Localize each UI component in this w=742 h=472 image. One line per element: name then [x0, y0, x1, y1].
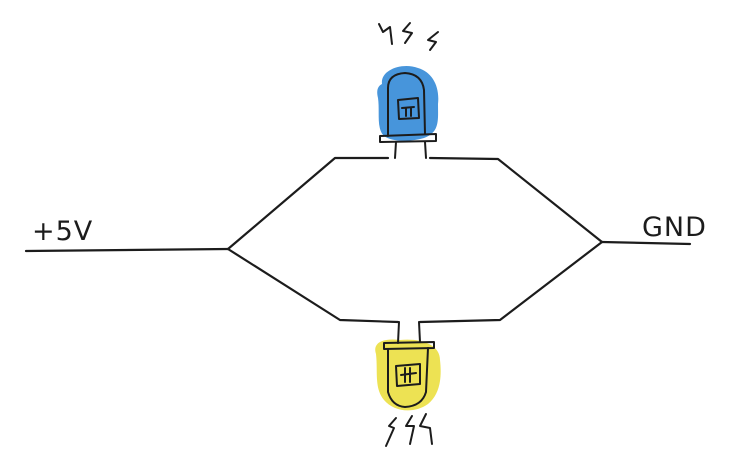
led-bottom-light-ray-3 [419, 413, 433, 445]
led-top-die [397, 97, 420, 120]
led-top-die-mark [401, 106, 415, 117]
led-bottom-lead-left [397, 321, 400, 344]
bottom-right-branch-wire [418, 240, 604, 324]
supply-label: +5V [32, 216, 93, 247]
ground-label: GND [642, 212, 707, 243]
ground-lead-wire [600, 240, 692, 246]
wires [24, 156, 692, 324]
led-top-color-fill [377, 65, 439, 141]
led-bottom-die [395, 363, 421, 387]
led-top-light-ray-1 [378, 23, 393, 45]
led-bottom-lead-right [418, 321, 421, 343]
led-top-lead-left [394, 141, 397, 159]
led-bottom-light-ray-1 [385, 417, 397, 447]
led-bottom-flange [383, 341, 435, 350]
led-top-light-ray-3 [427, 31, 439, 51]
led-bottom-light-ray-2 [405, 415, 415, 445]
led-top-flange [379, 133, 437, 143]
top-right-branch-wire [428, 156, 604, 244]
led-top-light-ray-2 [402, 22, 413, 44]
led-bottom-die-mark [400, 367, 417, 383]
led-top-icon [377, 22, 439, 159]
led-bottom-icon [375, 321, 441, 447]
led-bottom-body [387, 347, 429, 408]
top-left-branch-wire [226, 156, 390, 251]
led-top-lead-right [424, 141, 427, 159]
led-top-body [387, 72, 426, 137]
supply-lead-wire [24, 247, 230, 253]
bottom-left-branch-wire [226, 247, 400, 324]
